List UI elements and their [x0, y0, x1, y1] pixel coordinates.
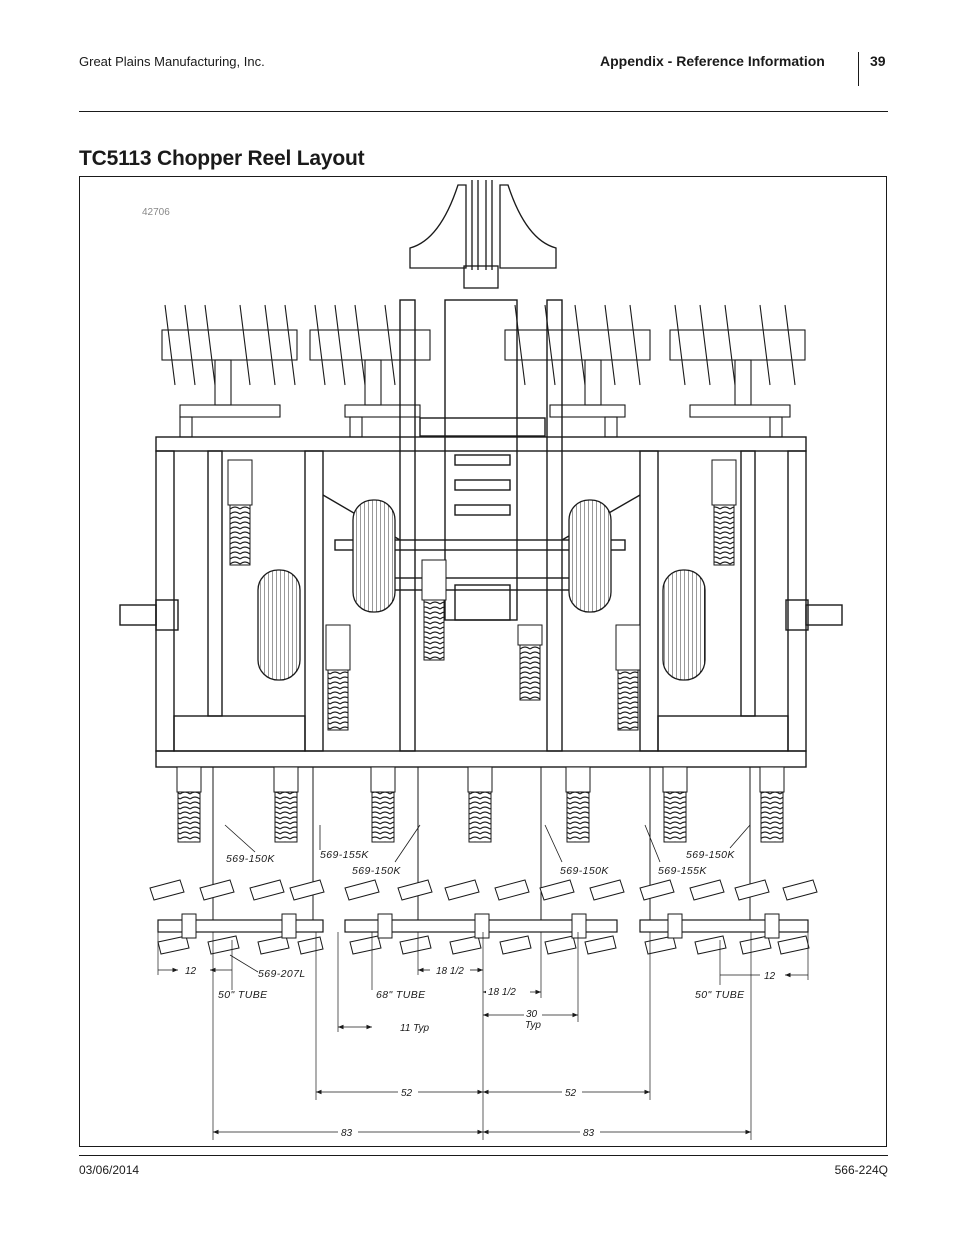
header-rule [79, 111, 888, 112]
part-label: 569-207L [258, 968, 306, 980]
tube-label: 50" TUBE [218, 989, 268, 1001]
chopper-reel-layout-drawing: 42706 [119, 180, 843, 1140]
upper-reel-assemblies [161, 304, 806, 438]
page-title: TC5113 Chopper Reel Layout [79, 147, 365, 170]
part-label: 569-150K [686, 849, 735, 861]
dim-center-30: 30 [526, 1009, 538, 1020]
header-divider [858, 52, 859, 86]
dim-offset-lower: 18 1/2 [488, 987, 516, 998]
part-label-leaders [224, 824, 751, 973]
part-label: 569-150K [226, 853, 275, 865]
tube-label: 68" TUBE [376, 989, 426, 1001]
figure-frame [79, 176, 887, 1147]
figure-number: 42706 [142, 207, 170, 218]
header-company: Great Plains Manufacturing, Inc. [79, 54, 265, 69]
dim-edge-left: 12 [185, 966, 197, 977]
dimension-values: 12 12 18 1/2 18 1/2 11 Typ 30 Typ 52 52 … [183, 963, 780, 1139]
part-label: 569-150K [560, 865, 609, 877]
part-label: 569-155K [658, 865, 707, 877]
header-section-title: Appendix - Reference Information [600, 53, 825, 69]
dim-offset-upper: 18 1/2 [436, 966, 464, 977]
part-labels: 569-150K 569-155K 569-150K 569-150K 569-… [226, 849, 735, 980]
dim-span-83-left: 83 [341, 1128, 353, 1139]
rear-spring-units [176, 766, 785, 920]
dim-center-30-typ: Typ [525, 1020, 541, 1031]
part-label: 569-150K [352, 865, 401, 877]
dim-span-83-right: 83 [583, 1128, 595, 1139]
tube-label: 50" TUBE [695, 989, 745, 1001]
tube-labels: 50" TUBE 68" TUBE 50" TUBE [218, 989, 745, 1001]
transport-wheels [257, 499, 706, 681]
page-number: 39 [870, 53, 886, 69]
footer-date: 03/06/2014 [79, 1163, 140, 1177]
dim-span-52-right: 52 [565, 1088, 577, 1099]
footer-rule [79, 1155, 888, 1156]
hitch-tongue [409, 180, 557, 289]
dim-edge-right: 12 [764, 971, 776, 982]
frame-springs [227, 459, 737, 731]
dim-span-52-left: 52 [401, 1088, 413, 1099]
footer-doc-number: 566-224Q [834, 1163, 888, 1177]
part-label: 569-155K [320, 849, 369, 861]
dim-spacing: 11 Typ [400, 1023, 430, 1034]
reel-blades [149, 879, 818, 955]
dimension-extension-lines [157, 932, 809, 1140]
